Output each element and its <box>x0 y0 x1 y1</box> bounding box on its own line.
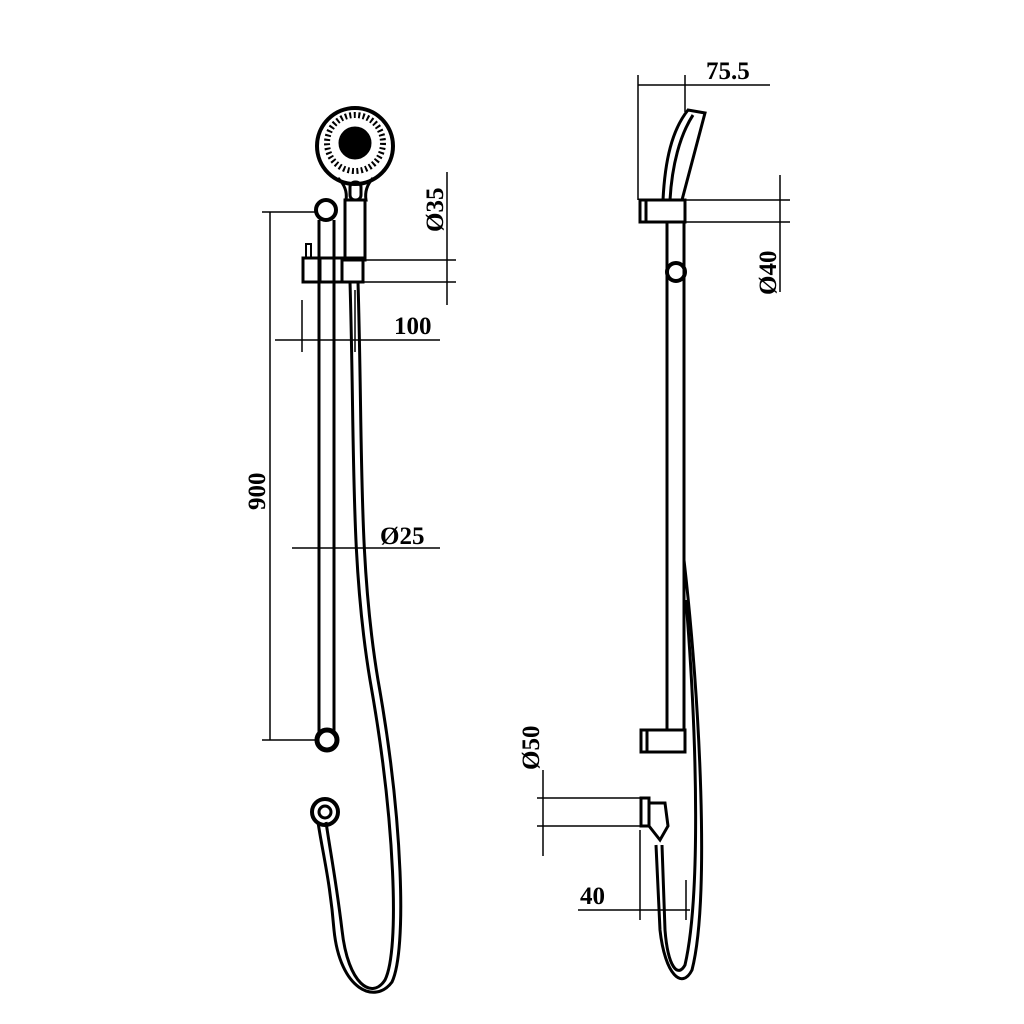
projection-dimension-label: 100 <box>394 313 432 340</box>
slide-rail-front <box>301 198 365 753</box>
head-projection-label: 75.5 <box>706 58 750 85</box>
height-dimension-label: 900 <box>244 473 271 511</box>
slide-rail-side <box>638 198 687 754</box>
shower-head-side <box>661 108 707 201</box>
outlet-diameter-label: Ø50 <box>518 726 545 770</box>
rail-diameter-label: Ø25 <box>380 523 424 550</box>
front-view <box>262 106 456 994</box>
side-view <box>537 75 790 981</box>
dimension-lines-side <box>537 75 790 920</box>
outlet-projection-label: 40 <box>580 883 605 910</box>
bracket-diameter-label: Ø40 <box>755 251 782 295</box>
hose-front <box>310 281 403 994</box>
slider-diameter-label: Ø35 <box>422 188 449 232</box>
wall-outlet-side <box>639 796 670 843</box>
hose-side <box>654 559 704 981</box>
shower-head-front <box>315 106 395 262</box>
dimension-lines-front <box>262 172 456 741</box>
